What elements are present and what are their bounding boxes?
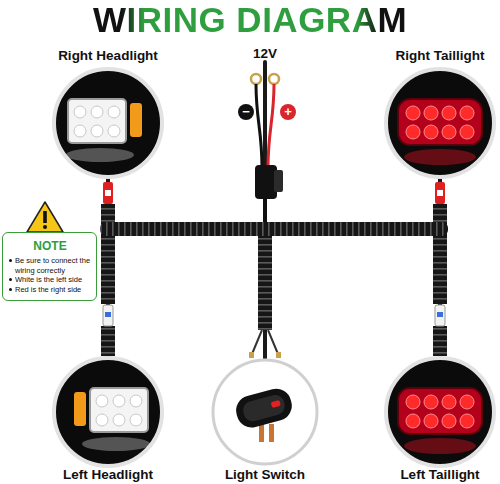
left-taillight-picture — [386, 358, 494, 466]
node-label: 12V — [253, 46, 277, 62]
node-label: Left Headlight — [63, 467, 153, 483]
title-bar: WIRING DIAGRAM — [0, 0, 500, 40]
left-headlight-picture — [54, 358, 162, 466]
light-node: Left Headlight — [48, 358, 168, 483]
polarity-sign: + — [280, 104, 296, 120]
lead-wire — [263, 199, 267, 223]
node-label: Left Taillight — [400, 467, 479, 483]
light-node: Right Taillight — [380, 48, 500, 178]
diagram-title: WIRING DIAGRAM — [93, 0, 407, 40]
node-label: Right Headlight — [58, 48, 158, 64]
plug-latch — [105, 190, 111, 196]
negative-wire — [256, 84, 262, 168]
spade-terminal — [276, 352, 281, 358]
plug-latch — [437, 190, 443, 196]
right-headlight-picture — [54, 69, 162, 177]
note-box: NOTE Be sure to connect the wiring correc… — [2, 232, 97, 301]
fuse-cap — [274, 170, 283, 192]
node-label: Light Switch — [225, 467, 305, 483]
fuse-holder — [255, 165, 277, 199]
switch-node: Light Switch — [205, 358, 325, 483]
coil-cable — [433, 204, 447, 304]
warning-mark — [43, 211, 47, 223]
minus-badge — [238, 104, 254, 120]
white-plug — [435, 305, 445, 326]
coil-cable — [101, 326, 115, 356]
right-taillight-picture — [386, 69, 494, 177]
switch-lead — [268, 330, 278, 354]
switch-picture — [213, 360, 317, 464]
light-node: Left Taillight — [380, 358, 500, 483]
switch-circle — [213, 360, 317, 464]
rocker-led — [271, 400, 281, 408]
red-plug — [103, 182, 113, 204]
white-plug — [103, 305, 113, 326]
light-node: Right Headlight — [48, 48, 168, 178]
red-plug — [435, 182, 445, 204]
ring-terminal — [251, 74, 261, 84]
note-item: Be sure to connect the wiring correctly — [9, 256, 91, 275]
rocker-body — [233, 385, 295, 430]
plug-wire — [105, 312, 111, 317]
coil-cable — [433, 326, 447, 356]
node-label: Right Taillight — [396, 48, 485, 64]
polarity-sign: − — [238, 104, 254, 120]
note-item: White is the left side — [9, 275, 91, 285]
coil-cable — [101, 204, 115, 304]
rocker — [233, 385, 295, 430]
coil-cable — [258, 222, 272, 330]
note-heading: NOTE — [9, 239, 91, 253]
switch-terminal — [269, 424, 274, 442]
spade-terminal — [249, 352, 254, 358]
warning-dot — [43, 225, 47, 229]
note-item: Red is the right side — [9, 285, 91, 295]
warning-icon — [27, 202, 63, 232]
rocker-button — [241, 393, 287, 423]
ring-terminal — [269, 74, 279, 84]
plus-badge — [280, 104, 296, 120]
plug-wire — [437, 312, 443, 317]
switch-lead — [252, 330, 262, 354]
positive-wire — [268, 84, 274, 168]
power-node: 12V — [249, 46, 282, 62]
coil-cable — [100, 222, 448, 236]
